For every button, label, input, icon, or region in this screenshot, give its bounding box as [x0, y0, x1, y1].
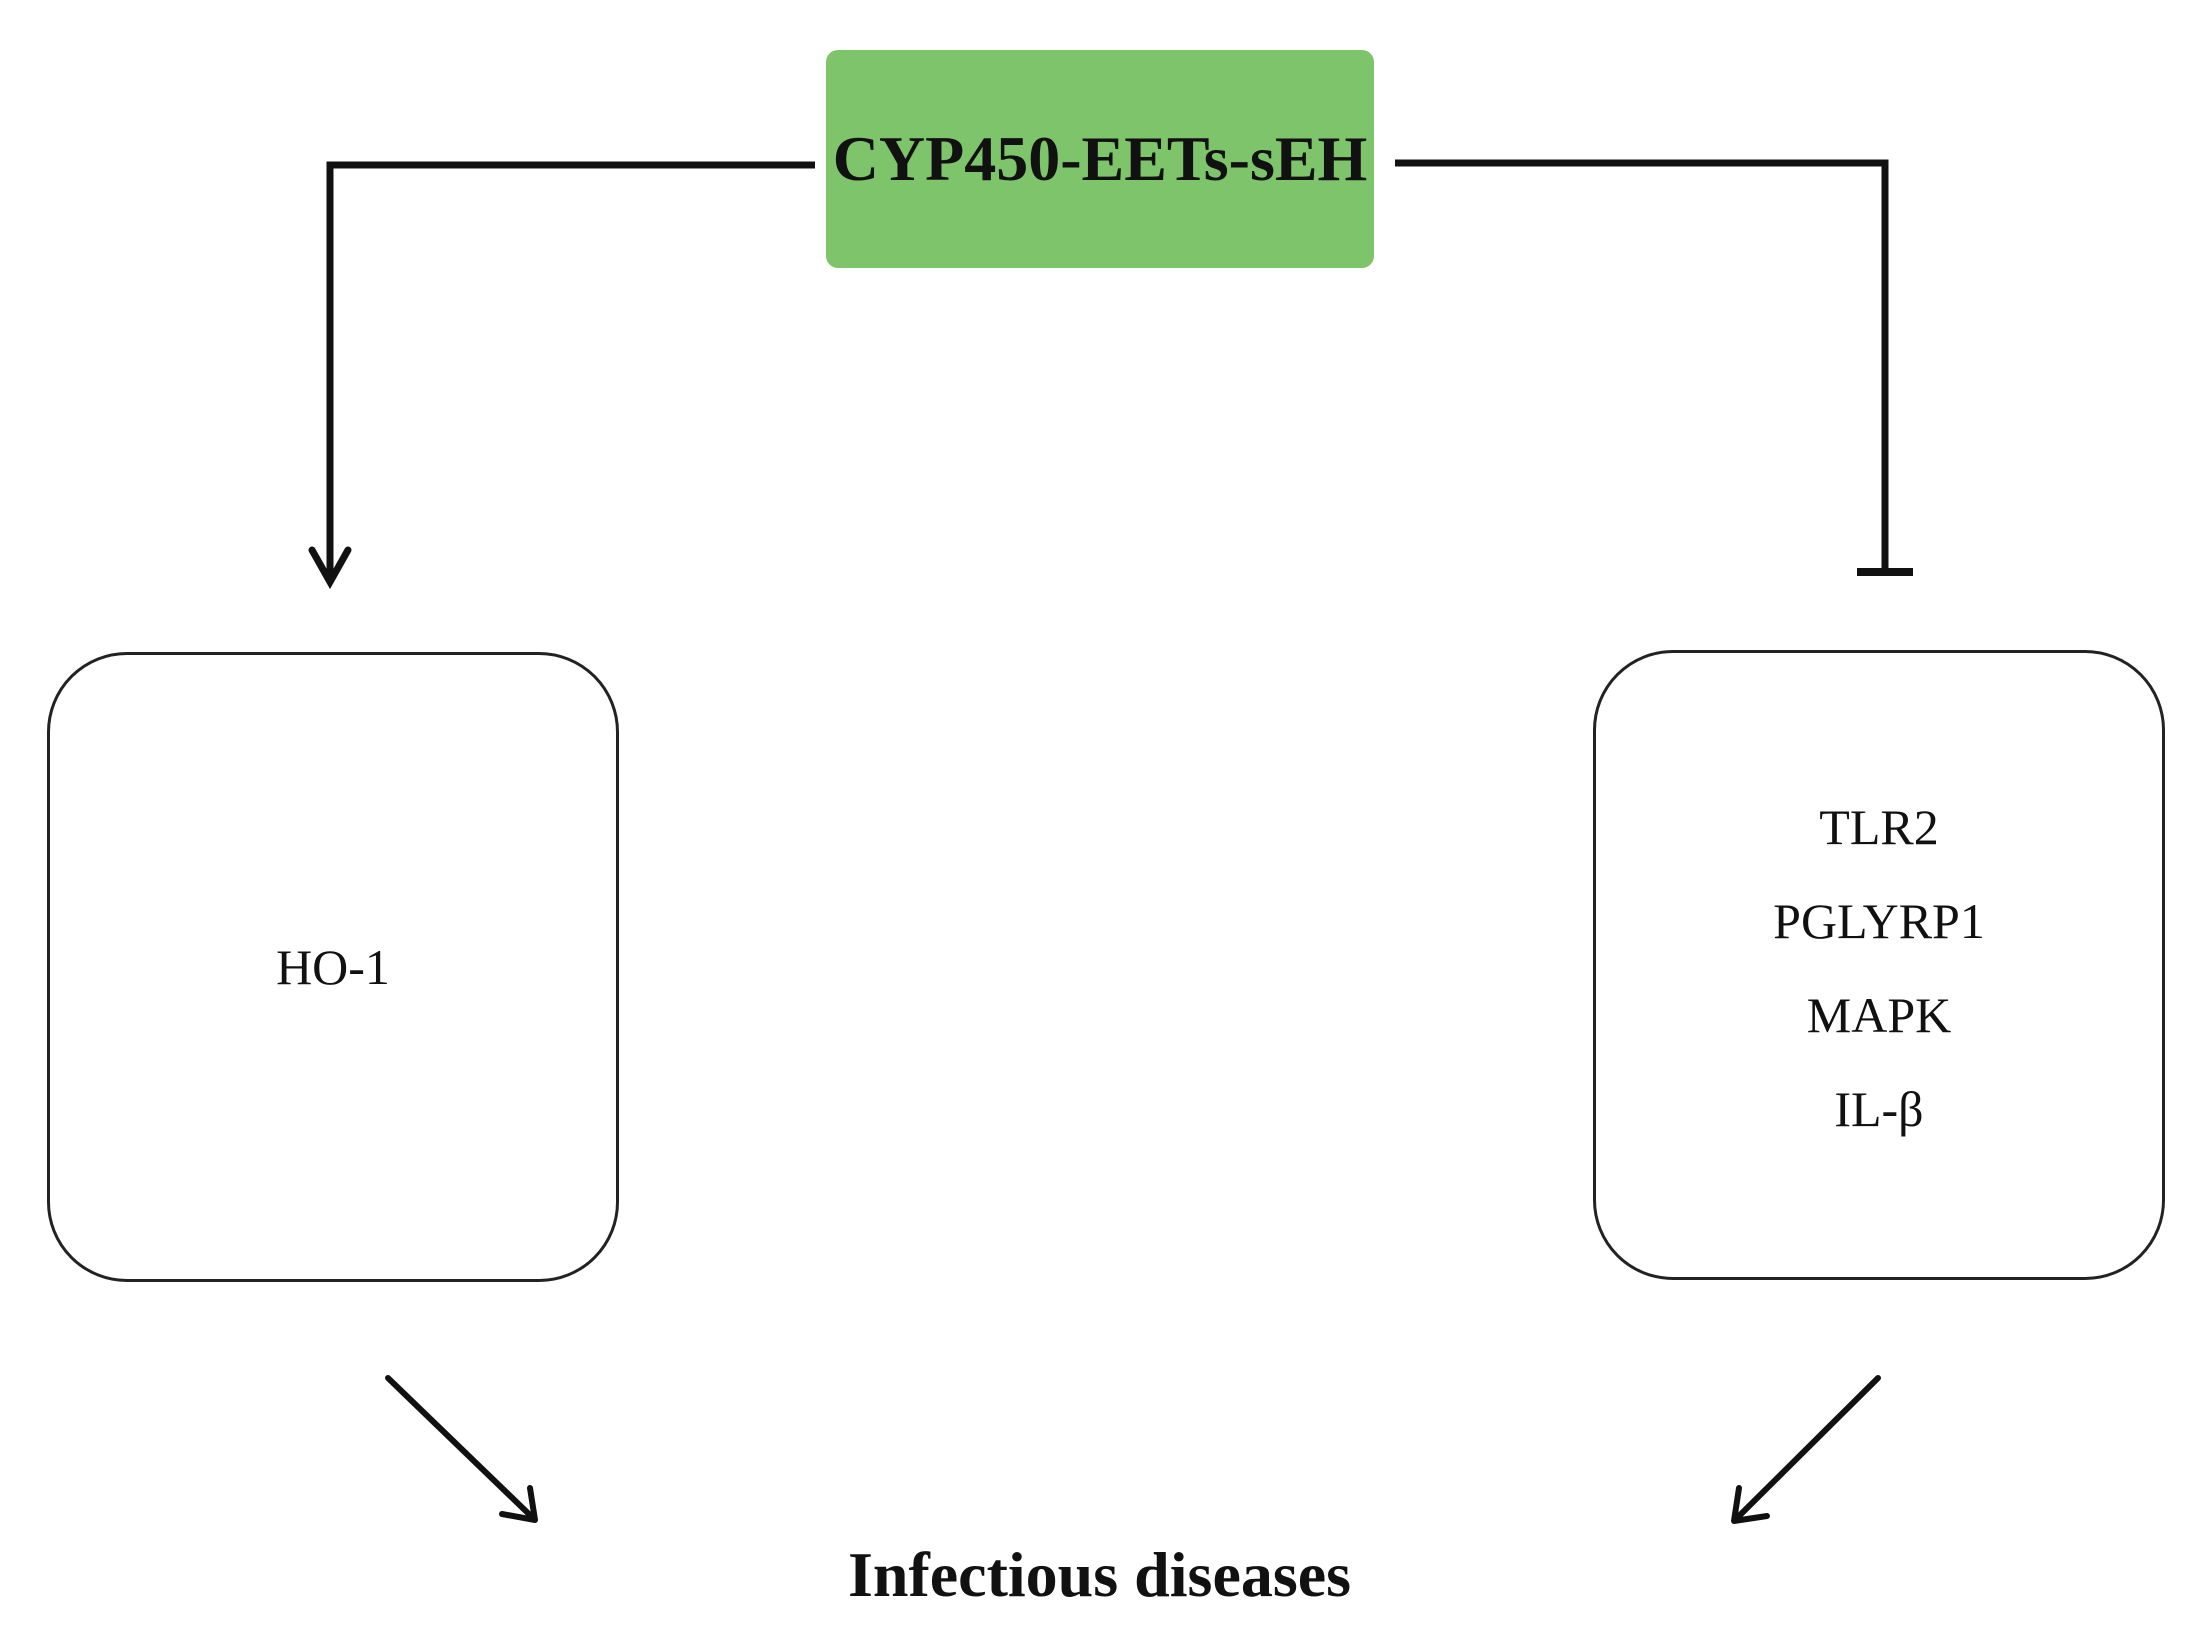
- inhibited-item: TLR2: [1819, 799, 1939, 855]
- outcome-label: Infectious diseases: [847, 1539, 1352, 1610]
- inhibited-item: IL-β: [1834, 1081, 1924, 1137]
- activation-arrowhead: [308, 546, 352, 590]
- right-outcome-arrowhead: [1731, 1485, 1770, 1524]
- source-label: CYP450-EETs-sEH: [832, 123, 1368, 194]
- right-outcome-arrow: [1734, 1375, 1881, 1521]
- inhibited-item: PGLYRP1: [1773, 893, 1985, 949]
- activated-item: HO-1: [276, 939, 390, 995]
- activation-connector: [326, 161, 815, 575]
- activated-target-box: HO-1: [47, 652, 619, 1282]
- left-outcome-arrow: [385, 1375, 535, 1520]
- inhibited-targets-box: TLR2 PGLYRP1 MAPK IL-β: [1593, 650, 2165, 1280]
- left-outcome-arrowhead: [499, 1485, 538, 1523]
- source-node: CYP450-EETs-sEH: [826, 50, 1374, 268]
- inhibited-item: MAPK: [1806, 987, 1952, 1043]
- inhibition-connector: [1395, 159, 1889, 572]
